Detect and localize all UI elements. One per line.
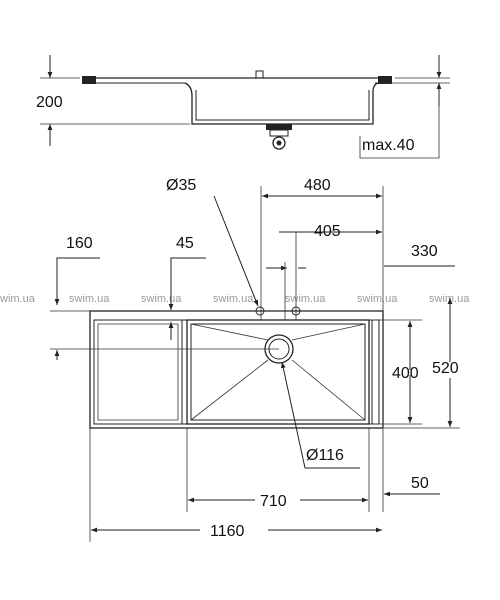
dim-160-label: 160 <box>66 235 93 252</box>
dim-330-label: 330 <box>411 243 438 260</box>
tap-hole-diameter-label: Ø35 <box>166 177 196 194</box>
dim-480-label: 480 <box>304 177 331 194</box>
side-height-label: 200 <box>36 94 63 111</box>
drain-diameter-label: Ø116 <box>306 447 344 464</box>
watermark-row: wim.ua swim.ua swim.ua swim.ua swim.ua s… <box>0 293 470 305</box>
watermark-text: swim.ua <box>69 293 110 305</box>
watermark-text: swim.ua <box>357 293 398 305</box>
bowl-outline <box>186 319 370 425</box>
dim-710-label: 710 <box>260 493 287 510</box>
top-view: Ø35 480 405 160 45 330 <box>50 177 460 542</box>
left-edge-hatch <box>82 76 96 84</box>
watermark-text: swim.ua <box>141 293 182 305</box>
dim-50-label: 50 <box>411 475 429 492</box>
dim-1160-label: 1160 <box>210 523 245 540</box>
dim-405-label: 405 <box>314 223 341 240</box>
overflow-cap <box>255 70 264 79</box>
dim-520-label: 520 <box>432 360 459 377</box>
sink-outline <box>89 310 384 429</box>
drain-waste-icon <box>266 124 292 150</box>
side-view: 200 max.40 <box>36 55 450 159</box>
right-edge-hatch <box>378 76 392 84</box>
watermark-text: swim.ua <box>285 293 326 305</box>
watermark-text: swim.ua <box>213 293 254 305</box>
drainer-board <box>93 319 183 425</box>
dim-400-label: 400 <box>392 365 419 382</box>
watermark-text: wim.ua <box>0 293 36 305</box>
side-depth-label: max.40 <box>362 137 415 154</box>
dim-45-label: 45 <box>176 235 194 252</box>
